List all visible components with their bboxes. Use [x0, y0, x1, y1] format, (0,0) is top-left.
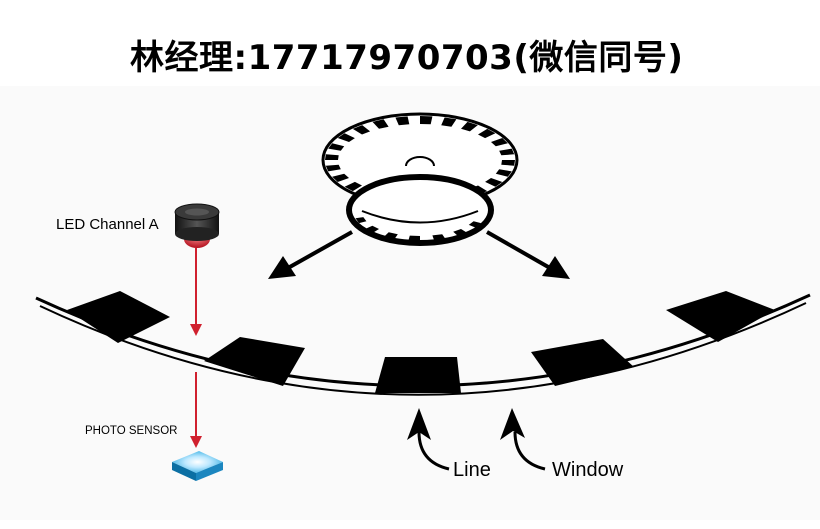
sensor-label: PHOTO SENSOR: [85, 425, 177, 437]
slot-tick: [432, 234, 446, 241]
header-title: 林经理:17717970703(微信同号): [130, 38, 684, 78]
slot-tick: [491, 138, 508, 147]
window-label: Window: [552, 459, 624, 481]
slot-tick: [408, 235, 420, 241]
slot-tick: [325, 164, 341, 172]
encoder-windows: [67, 291, 775, 393]
window-slot: [531, 339, 634, 386]
photo-sensor: [172, 451, 223, 481]
slot-tick: [453, 229, 467, 236]
slot-tick: [355, 217, 367, 224]
window-slot: [67, 291, 170, 343]
slot-tick: [332, 173, 349, 182]
zoom-arrows: [268, 230, 570, 279]
slot-tick: [501, 160, 515, 166]
line-label: Line: [453, 459, 491, 481]
slot-tick: [352, 125, 371, 135]
led-emitter: [174, 203, 220, 248]
slot-tick: [468, 221, 481, 228]
slot-tick: [337, 133, 355, 142]
slot-tick: [499, 148, 515, 156]
slot-tick: [384, 232, 398, 239]
header-banner: 林经理:17717970703(微信同号): [0, 0, 820, 86]
slot-tick: [372, 119, 389, 129]
slot-tick: [328, 143, 345, 151]
led-label: LED Channel A: [56, 216, 159, 233]
slot-tick: [325, 154, 339, 160]
slot-tick: [344, 181, 362, 192]
slot-tick: [478, 128, 496, 139]
window-pointer: [500, 408, 546, 471]
slot-tick: [395, 116, 410, 126]
magnifier-ring: [346, 174, 494, 246]
window-slot: [204, 337, 305, 386]
slot-tick: [365, 225, 379, 233]
window-slot: [666, 291, 775, 342]
slot-tick: [420, 116, 433, 125]
window-slot: [375, 357, 461, 393]
line-pointer: [407, 408, 450, 471]
slot-tick: [485, 178, 503, 187]
slot-tick: [461, 121, 478, 132]
slot-tick: [441, 117, 457, 127]
slot-tick: [495, 169, 512, 177]
